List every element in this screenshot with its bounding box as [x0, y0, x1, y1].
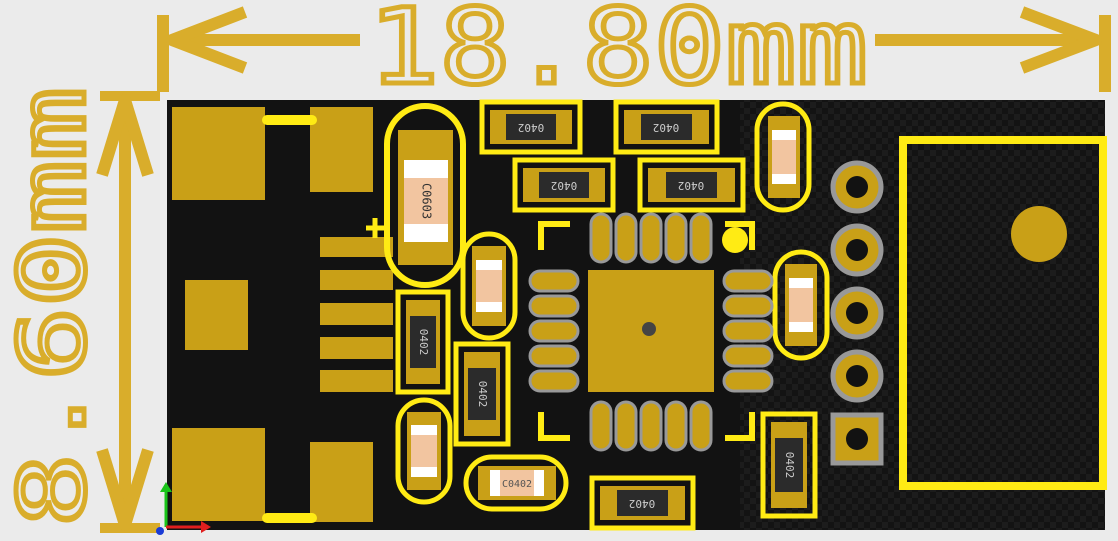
arrow-up-icon	[96, 94, 154, 177]
arrow-left-icon	[166, 6, 248, 74]
cap-c0603-end-top	[404, 160, 448, 178]
arrow-right-icon	[1019, 6, 1102, 74]
edge-connector	[172, 107, 393, 522]
res-0402-vert-3-label: 0402	[783, 452, 796, 479]
mount-pad-top-right	[310, 107, 373, 192]
silk-mark-top	[262, 115, 317, 125]
ic-pins-top	[589, 212, 713, 264]
cap-0402-left-mid	[460, 231, 518, 341]
qfn-ic	[528, 212, 774, 452]
height-dimension	[96, 91, 160, 533]
ic-thermal-via	[642, 322, 656, 336]
mount-pad-middle	[185, 280, 248, 350]
mount-pad-bottom-left	[172, 428, 265, 521]
pin-header	[830, 160, 884, 466]
ic-pins-right	[722, 269, 774, 393]
ic-pin1-marker	[722, 227, 748, 253]
mount-pad-top-left	[172, 107, 265, 200]
signal-pad-2	[320, 270, 393, 290]
z-axis-icon	[156, 527, 164, 535]
header-pin-square	[830, 412, 884, 466]
cap-c0603-label: C0603	[420, 183, 434, 219]
signal-pad-1	[320, 237, 393, 257]
ic-corner-tl	[538, 221, 570, 250]
res-0402-top-1-label: 0402	[518, 121, 545, 134]
signal-pad-3	[320, 303, 393, 325]
cap-c0603-outline	[384, 103, 466, 288]
res-0402-top-2: 0402	[613, 99, 720, 155]
res-0402-vert-3: 0402	[760, 411, 818, 519]
origin-axes	[156, 482, 211, 535]
silk-mark-bottom	[262, 513, 317, 523]
res-0402-top-2-label: 0402	[653, 121, 680, 134]
res-0402-bottom-label: 0402	[629, 497, 656, 510]
res-0402-vert-1-label: 0402	[417, 329, 430, 356]
res-0402-top-4-label: 0402	[678, 179, 705, 192]
res-0402-bottom: 0402	[589, 475, 696, 531]
cap-0402-right-mid	[772, 249, 830, 361]
ic-corner-tr	[725, 221, 755, 250]
signal-pad-5	[320, 370, 393, 392]
ic-pins-left	[528, 269, 580, 393]
mount-pad-bottom-right	[310, 442, 373, 522]
res-0402-vert-1: 0402	[395, 289, 451, 395]
width-dimension	[157, 6, 1111, 92]
res-0402-vert-2: 0402	[453, 341, 511, 447]
ic-corner-bl	[538, 412, 570, 441]
res-0402-vert-2-label: 0402	[476, 381, 489, 408]
cap-0402-top-right	[754, 101, 812, 213]
cap-c0603-end-bottom	[404, 224, 448, 242]
cap-c0402-bottom-label: C0402	[502, 479, 532, 490]
res-0402-top-3: 0402	[512, 157, 616, 213]
res-0402-top-1: 0402	[479, 99, 583, 155]
antenna-feed-pad	[1011, 206, 1067, 262]
res-0402-top-4: 0402	[637, 157, 746, 213]
ic-pins-bottom	[589, 400, 713, 452]
signal-pad-4	[320, 337, 393, 359]
arrow-down-icon	[96, 448, 154, 531]
cap-c0402-bottom: C0402	[463, 454, 569, 512]
antenna-outline	[899, 136, 1107, 490]
ic-corner-br	[725, 412, 755, 441]
res-0402-top-3-label: 0402	[551, 179, 578, 192]
height-label: 8.60mm	[0, 87, 106, 527]
cap-0402-bottom-left	[395, 397, 453, 505]
width-label: 18.80mm	[368, 0, 868, 108]
